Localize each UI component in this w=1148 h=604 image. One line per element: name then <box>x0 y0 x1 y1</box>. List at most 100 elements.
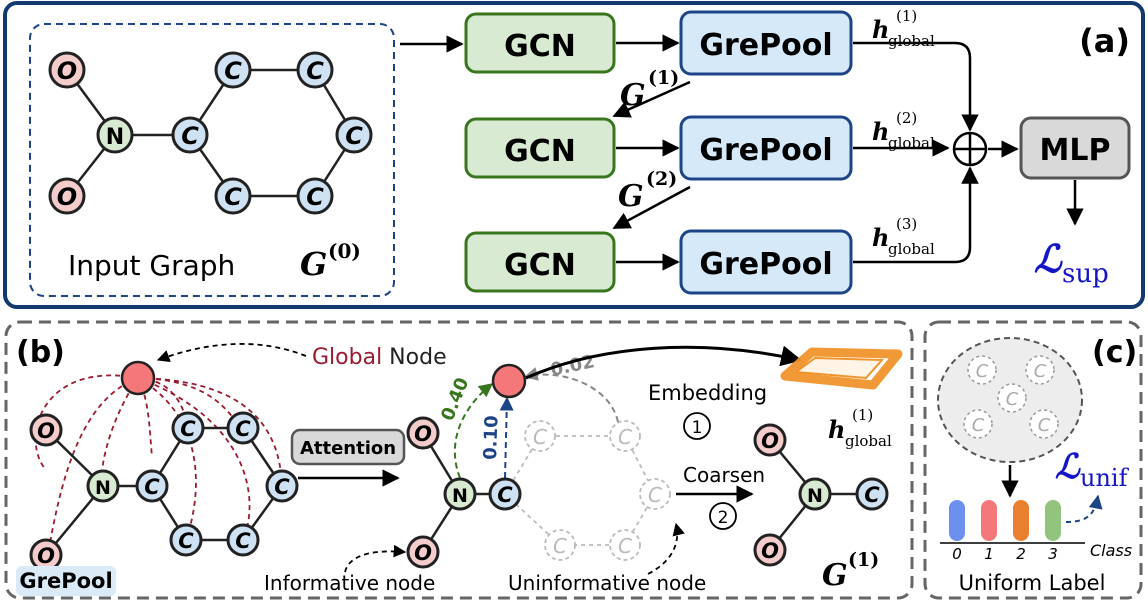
panel-a-tag: (a) <box>1079 22 1130 60</box>
node-c-6: C <box>214 177 252 215</box>
faded-node-5: C <box>544 529 576 561</box>
panel-c-tag: (c) <box>1092 335 1137 370</box>
cluster-node-3: C <box>997 383 1027 413</box>
grepool-label-3: GrePool <box>699 247 832 282</box>
faded-node-3: C <box>639 478 671 510</box>
coarsen-label: Coarsen <box>683 463 765 487</box>
global-node-pointer <box>156 343 307 363</box>
grepool-box-2: GrePool <box>679 115 853 181</box>
svg-text:C: C <box>648 483 662 507</box>
global-node-label: Global Node <box>312 345 447 370</box>
svg-text:global: global <box>888 134 935 152</box>
arrow-embedding <box>525 345 803 380</box>
node-c-5: C <box>296 177 334 215</box>
right-node-o-bottom: O <box>753 533 787 567</box>
svg-text:C: C <box>618 425 632 449</box>
loss-sup-subscript: sup <box>1062 259 1109 289</box>
informative-label: Informative node <box>264 571 435 595</box>
grepool-label-1: GrePool <box>699 28 832 63</box>
weight-arrow-002 <box>523 367 619 423</box>
uniform-bar-0 <box>949 500 965 541</box>
svg-text:C: C <box>306 183 324 211</box>
svg-text:C: C <box>1034 361 1047 382</box>
arrow-g2 <box>612 185 691 230</box>
svg-text:C: C <box>976 361 989 382</box>
node-c-3: C <box>296 51 334 89</box>
svg-text:C: C <box>181 122 199 150</box>
grepool-tag-bg <box>16 566 116 596</box>
arrow-h1-sum <box>853 41 979 132</box>
svg-text:O: O <box>414 541 432 565</box>
svg-text:(3): (3) <box>896 215 917 233</box>
panel-b: (b) Global Node O <box>4 320 914 600</box>
arrow-h3-sum <box>853 166 979 264</box>
input-graph-label: Input Graph <box>68 249 235 282</box>
gcn-box-2: GCN <box>464 117 616 179</box>
mid-node-n: N <box>443 477 477 511</box>
cluster-node-2: C <box>1025 355 1055 385</box>
svg-text:N: N <box>95 477 111 499</box>
node-c-2: C <box>214 51 252 89</box>
panel-b-tag: (b) <box>16 335 65 370</box>
left-node-o-top: O <box>29 413 63 447</box>
mid-node-o-bottom: O <box>406 535 440 569</box>
svg-text:O: O <box>37 544 55 568</box>
gcn-label-1: GCN <box>504 29 576 64</box>
sum-operator <box>952 131 988 167</box>
uniform-bar-3 <box>1045 500 1061 541</box>
g2-superscript: (2) <box>646 168 677 190</box>
uniform-bar-2 <box>1013 500 1029 541</box>
left-node-c-6: C <box>169 523 203 557</box>
svg-text:C: C <box>224 183 242 211</box>
loss-sup-symbol: ℒ <box>1034 236 1063 281</box>
left-node-n: N <box>86 469 120 503</box>
uninformative-pointer <box>647 522 685 575</box>
svg-text:(1): (1) <box>852 406 873 424</box>
svg-text:(1): (1) <box>896 7 917 25</box>
svg-text:O: O <box>57 183 77 211</box>
g1-symbol: G <box>620 78 646 113</box>
node-o-top: O <box>48 51 86 89</box>
faded-node-1: C <box>524 420 556 452</box>
step-1-badge: 1 <box>683 412 711 440</box>
class-tick-2: 2 <box>1016 545 1026 563</box>
svg-text:C: C <box>235 417 251 441</box>
class-tick-0: 0 <box>952 545 962 563</box>
svg-text:O: O <box>57 57 77 85</box>
svg-text:1: 1 <box>692 418 703 438</box>
attention-label: Attention <box>300 438 396 459</box>
informative-pointer <box>344 544 407 573</box>
svg-text:O: O <box>761 429 779 453</box>
mid-node-c: C <box>488 477 522 511</box>
svg-text:C: C <box>274 475 290 499</box>
svg-text:O: O <box>414 422 432 446</box>
h-global-1: h global (1) <box>872 7 935 50</box>
svg-text:O: O <box>761 539 779 563</box>
middle-faded-edges <box>504 435 656 546</box>
gcn-box-3: GCN <box>464 231 616 293</box>
g1-superscript: (1) <box>648 67 679 89</box>
svg-text:2: 2 <box>718 508 729 528</box>
class-tick-3: 3 <box>1048 545 1058 563</box>
panel-a: (a) O O N C C C C C C Input Graph G (0) <box>3 1 1145 309</box>
weight-arrow-040 <box>453 383 494 479</box>
g1-output-superscript: (1) <box>848 549 879 571</box>
arrow-g1 <box>612 80 691 118</box>
node-n: N <box>96 116 134 154</box>
svg-text:C: C <box>1038 415 1051 436</box>
grepool-label-2: GrePool <box>699 133 832 168</box>
g0-superscript: (0) <box>328 239 361 263</box>
g0-symbol: G <box>300 245 327 283</box>
right-node-n: N <box>798 477 832 511</box>
grepool-box-3: GrePool <box>679 229 853 295</box>
left-node-o-bottom: O <box>29 538 63 572</box>
svg-text:global: global <box>888 240 935 258</box>
mlp-box: MLP <box>1019 116 1131 180</box>
svg-text:C: C <box>306 57 324 85</box>
global-node-middle <box>491 363 527 399</box>
faded-node-2: C <box>609 420 641 452</box>
svg-text:C: C <box>180 417 196 441</box>
grepool-box-1: GrePool <box>679 10 853 76</box>
